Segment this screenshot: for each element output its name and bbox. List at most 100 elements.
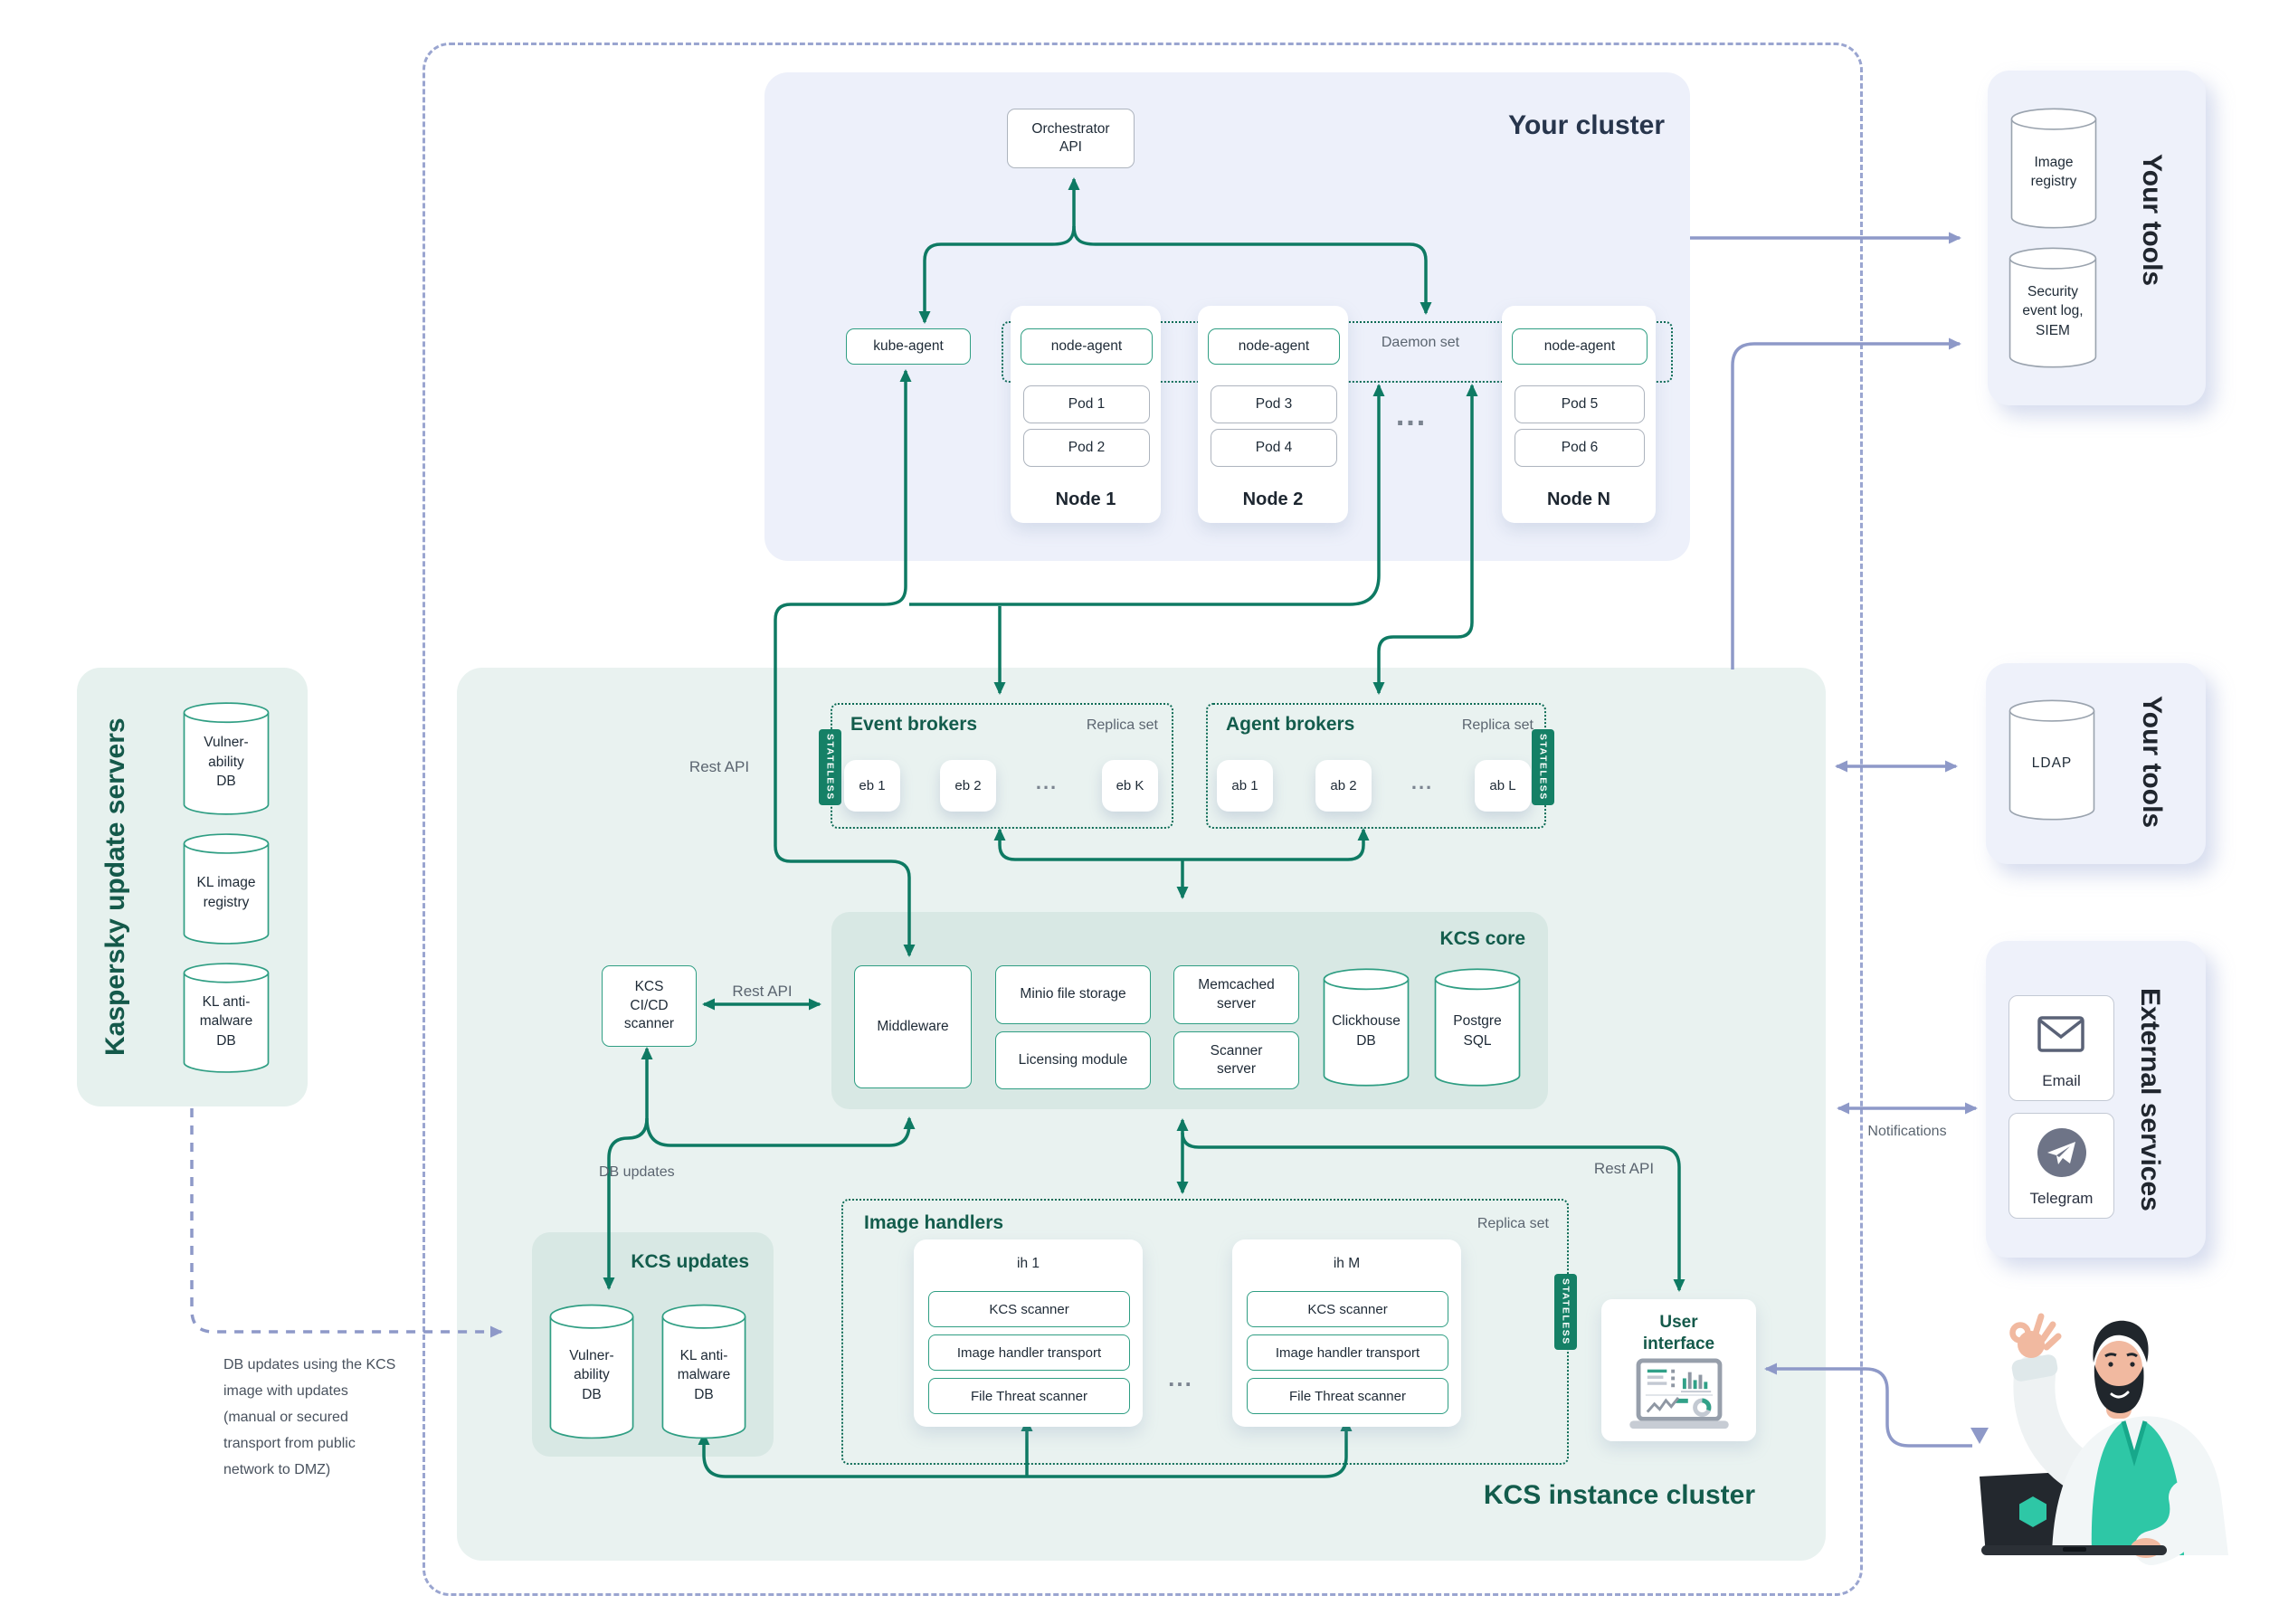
vest-vneck bbox=[2123, 1421, 2145, 1458]
agent-brokers-ellipsis: ... bbox=[1410, 771, 1434, 793]
kube-agent-box: kube-agent bbox=[846, 328, 971, 365]
agent-brokers-title: Agent brokers bbox=[1226, 714, 1355, 735]
memcached-box: Memcached server bbox=[1173, 965, 1299, 1024]
cuff bbox=[2011, 1354, 2058, 1382]
image-handlers-replica-set: Replica set bbox=[1477, 1216, 1549, 1231]
agent-brokers-stateless-badge: STATELESS bbox=[1532, 729, 1554, 805]
middleware-box: Middleware bbox=[854, 965, 972, 1088]
kcs-updates-title: KCS updates bbox=[631, 1251, 749, 1272]
user-interface-box: User interface bbox=[1601, 1299, 1756, 1441]
file-threat-scanner-box: File Threat scanner bbox=[928, 1378, 1130, 1414]
ok-sign bbox=[2009, 1322, 2031, 1344]
node-label: Node 1 bbox=[1055, 489, 1116, 509]
cylinder-label: Security event log, SIEM bbox=[2022, 283, 2084, 338]
cylinder-label: KL anti- malware DB bbox=[199, 993, 253, 1049]
image-registry-cylinder: Image registry bbox=[2008, 107, 2099, 230]
person-illustration bbox=[1980, 1313, 2228, 1565]
telegram-icon bbox=[2037, 1128, 2086, 1177]
event-brokers-replica-set: Replica set bbox=[1086, 717, 1158, 733]
pod-box: Pod 3 bbox=[1211, 385, 1337, 423]
ldap-cylinder: LDAP bbox=[2007, 698, 2097, 821]
image-handler-transport-box: Image handler transport bbox=[928, 1334, 1130, 1371]
kl-antimalware-db-cylinder: KL anti- malware DB bbox=[181, 962, 271, 1074]
kcs-instance-title: KCS instance cluster bbox=[1483, 1480, 1755, 1510]
your-cluster-title: Your cluster bbox=[1508, 110, 1665, 140]
node-agent-box: node-agent bbox=[1021, 328, 1153, 365]
clickhouse-db-cylinder: Clickhouse DB bbox=[1321, 967, 1411, 1087]
orchestrator-api-box: Orchestrator API bbox=[1007, 109, 1135, 168]
file-threat-scanner-box: File Threat scanner bbox=[1247, 1378, 1448, 1414]
image-handler-transport-box: Image handler transport bbox=[1247, 1334, 1448, 1371]
siem-cylinder: Security event log, SIEM bbox=[2007, 246, 2099, 369]
cylinder-label: Postgre SQL bbox=[1453, 1013, 1502, 1049]
node-agent-box: node-agent bbox=[1512, 328, 1648, 365]
rest-api-core-label: Rest API bbox=[732, 983, 793, 1000]
vest bbox=[2091, 1421, 2184, 1555]
cylinder-label: Clickhouse DB bbox=[1332, 1013, 1401, 1049]
pod-box: Pod 4 bbox=[1211, 429, 1337, 467]
cylinder-label: Image registry bbox=[2030, 154, 2077, 189]
pod-box: Pod 6 bbox=[1515, 429, 1645, 467]
pod-box: Pod 1 bbox=[1023, 385, 1150, 423]
agent-broker-box: ab 1 bbox=[1217, 760, 1273, 812]
laptop-hexagon-logo bbox=[2019, 1496, 2046, 1527]
postgresql-cylinder: Postgre SQL bbox=[1432, 967, 1523, 1087]
rest-api-cluster-label: Rest API bbox=[688, 758, 750, 775]
agent-broker-box: ab 2 bbox=[1315, 760, 1372, 812]
image-handler-card: ih 1 KCS scanner Image handler transport… bbox=[914, 1239, 1143, 1427]
image-handler-card: ih M KCS scanner Image handler transport… bbox=[1232, 1239, 1461, 1427]
agent-broker-box: ab L bbox=[1475, 760, 1531, 812]
node-agent-box: node-agent bbox=[1208, 328, 1340, 365]
event-brokers-stateless-badge: STATELESS bbox=[819, 729, 841, 805]
rest-api-ui-label: Rest API bbox=[1593, 1160, 1655, 1177]
telegram-label: Telegram bbox=[2029, 1190, 2094, 1207]
scanner-server-box: Scanner server bbox=[1173, 1031, 1299, 1089]
dmz-note-text: DB updates using the KCS image with upda… bbox=[223, 1357, 396, 1477]
node-label: Node N bbox=[1547, 489, 1610, 509]
kcs-scanner-box: KCS scanner bbox=[1247, 1291, 1448, 1327]
email-icon bbox=[2037, 1016, 2084, 1052]
your-tools-top-title: Your tools bbox=[2137, 153, 2167, 287]
user-interface-label: User interface bbox=[1642, 1313, 1715, 1353]
beard bbox=[2094, 1364, 2144, 1413]
outer-dashed-boundary bbox=[423, 43, 1863, 1596]
pod-box: Pod 2 bbox=[1023, 429, 1150, 467]
node-2-card: node-agent Pod 3 Pod 4 Node 2 bbox=[1198, 306, 1348, 523]
kl-vulnerability-db-cylinder: Vulner- ability DB bbox=[181, 701, 271, 816]
kcs-cicd-scanner-box: KCS CI/CD scanner bbox=[602, 965, 697, 1047]
node-n-card: node-agent Pod 5 Pod 6 Node N bbox=[1502, 306, 1656, 523]
minio-box: Minio file storage bbox=[995, 965, 1151, 1024]
dashboard-laptop-icon bbox=[1629, 1358, 1729, 1429]
licensing-box: Licensing module bbox=[995, 1031, 1151, 1089]
event-broker-box: eb 2 bbox=[940, 760, 996, 812]
external-services-title: External services bbox=[2135, 987, 2165, 1211]
cylinder-label: KL image registry bbox=[196, 875, 256, 910]
nodes-ellipsis: ... bbox=[1395, 398, 1428, 432]
image-handlers-stateless-badge: STATELESS bbox=[1554, 1274, 1577, 1350]
pod-box: Pod 5 bbox=[1515, 385, 1645, 423]
telegram-service-box: Telegram bbox=[2008, 1113, 2114, 1219]
node-label: Node 2 bbox=[1242, 489, 1304, 509]
image-handler-title: ih 1 bbox=[1017, 1256, 1040, 1271]
kcs-updates-vulnerability-db-cylinder: Vulner- ability DB bbox=[547, 1303, 636, 1440]
email-label: Email bbox=[2042, 1072, 2081, 1089]
cylinder-label: Vulner- ability DB bbox=[204, 735, 249, 790]
email-service-box: Email bbox=[2008, 995, 2114, 1101]
image-handler-title: ih M bbox=[1333, 1256, 1361, 1271]
event-broker-box: eb 1 bbox=[844, 760, 900, 812]
event-broker-box: eb K bbox=[1102, 760, 1158, 812]
kcs-updates-antimalware-db-cylinder: KL anti- malware DB bbox=[660, 1303, 748, 1440]
node-1-card: node-agent Pod 1 Pod 2 Node 1 bbox=[1011, 306, 1161, 523]
hair bbox=[2093, 1320, 2149, 1363]
smile bbox=[2110, 1391, 2130, 1399]
hand bbox=[2018, 1331, 2045, 1358]
db-updates-label: DB updates bbox=[599, 1164, 675, 1180]
cylinder-label: KL anti- malware DB bbox=[677, 1347, 731, 1402]
cylinder-label: LDAP bbox=[2031, 755, 2073, 772]
kl-image-registry-cylinder: KL image registry bbox=[181, 832, 271, 945]
event-brokers-ellipsis: ... bbox=[1035, 771, 1059, 793]
image-handlers-ellipsis: ... bbox=[1168, 1364, 1193, 1391]
agent-brokers-replica-set: Replica set bbox=[1461, 717, 1534, 733]
